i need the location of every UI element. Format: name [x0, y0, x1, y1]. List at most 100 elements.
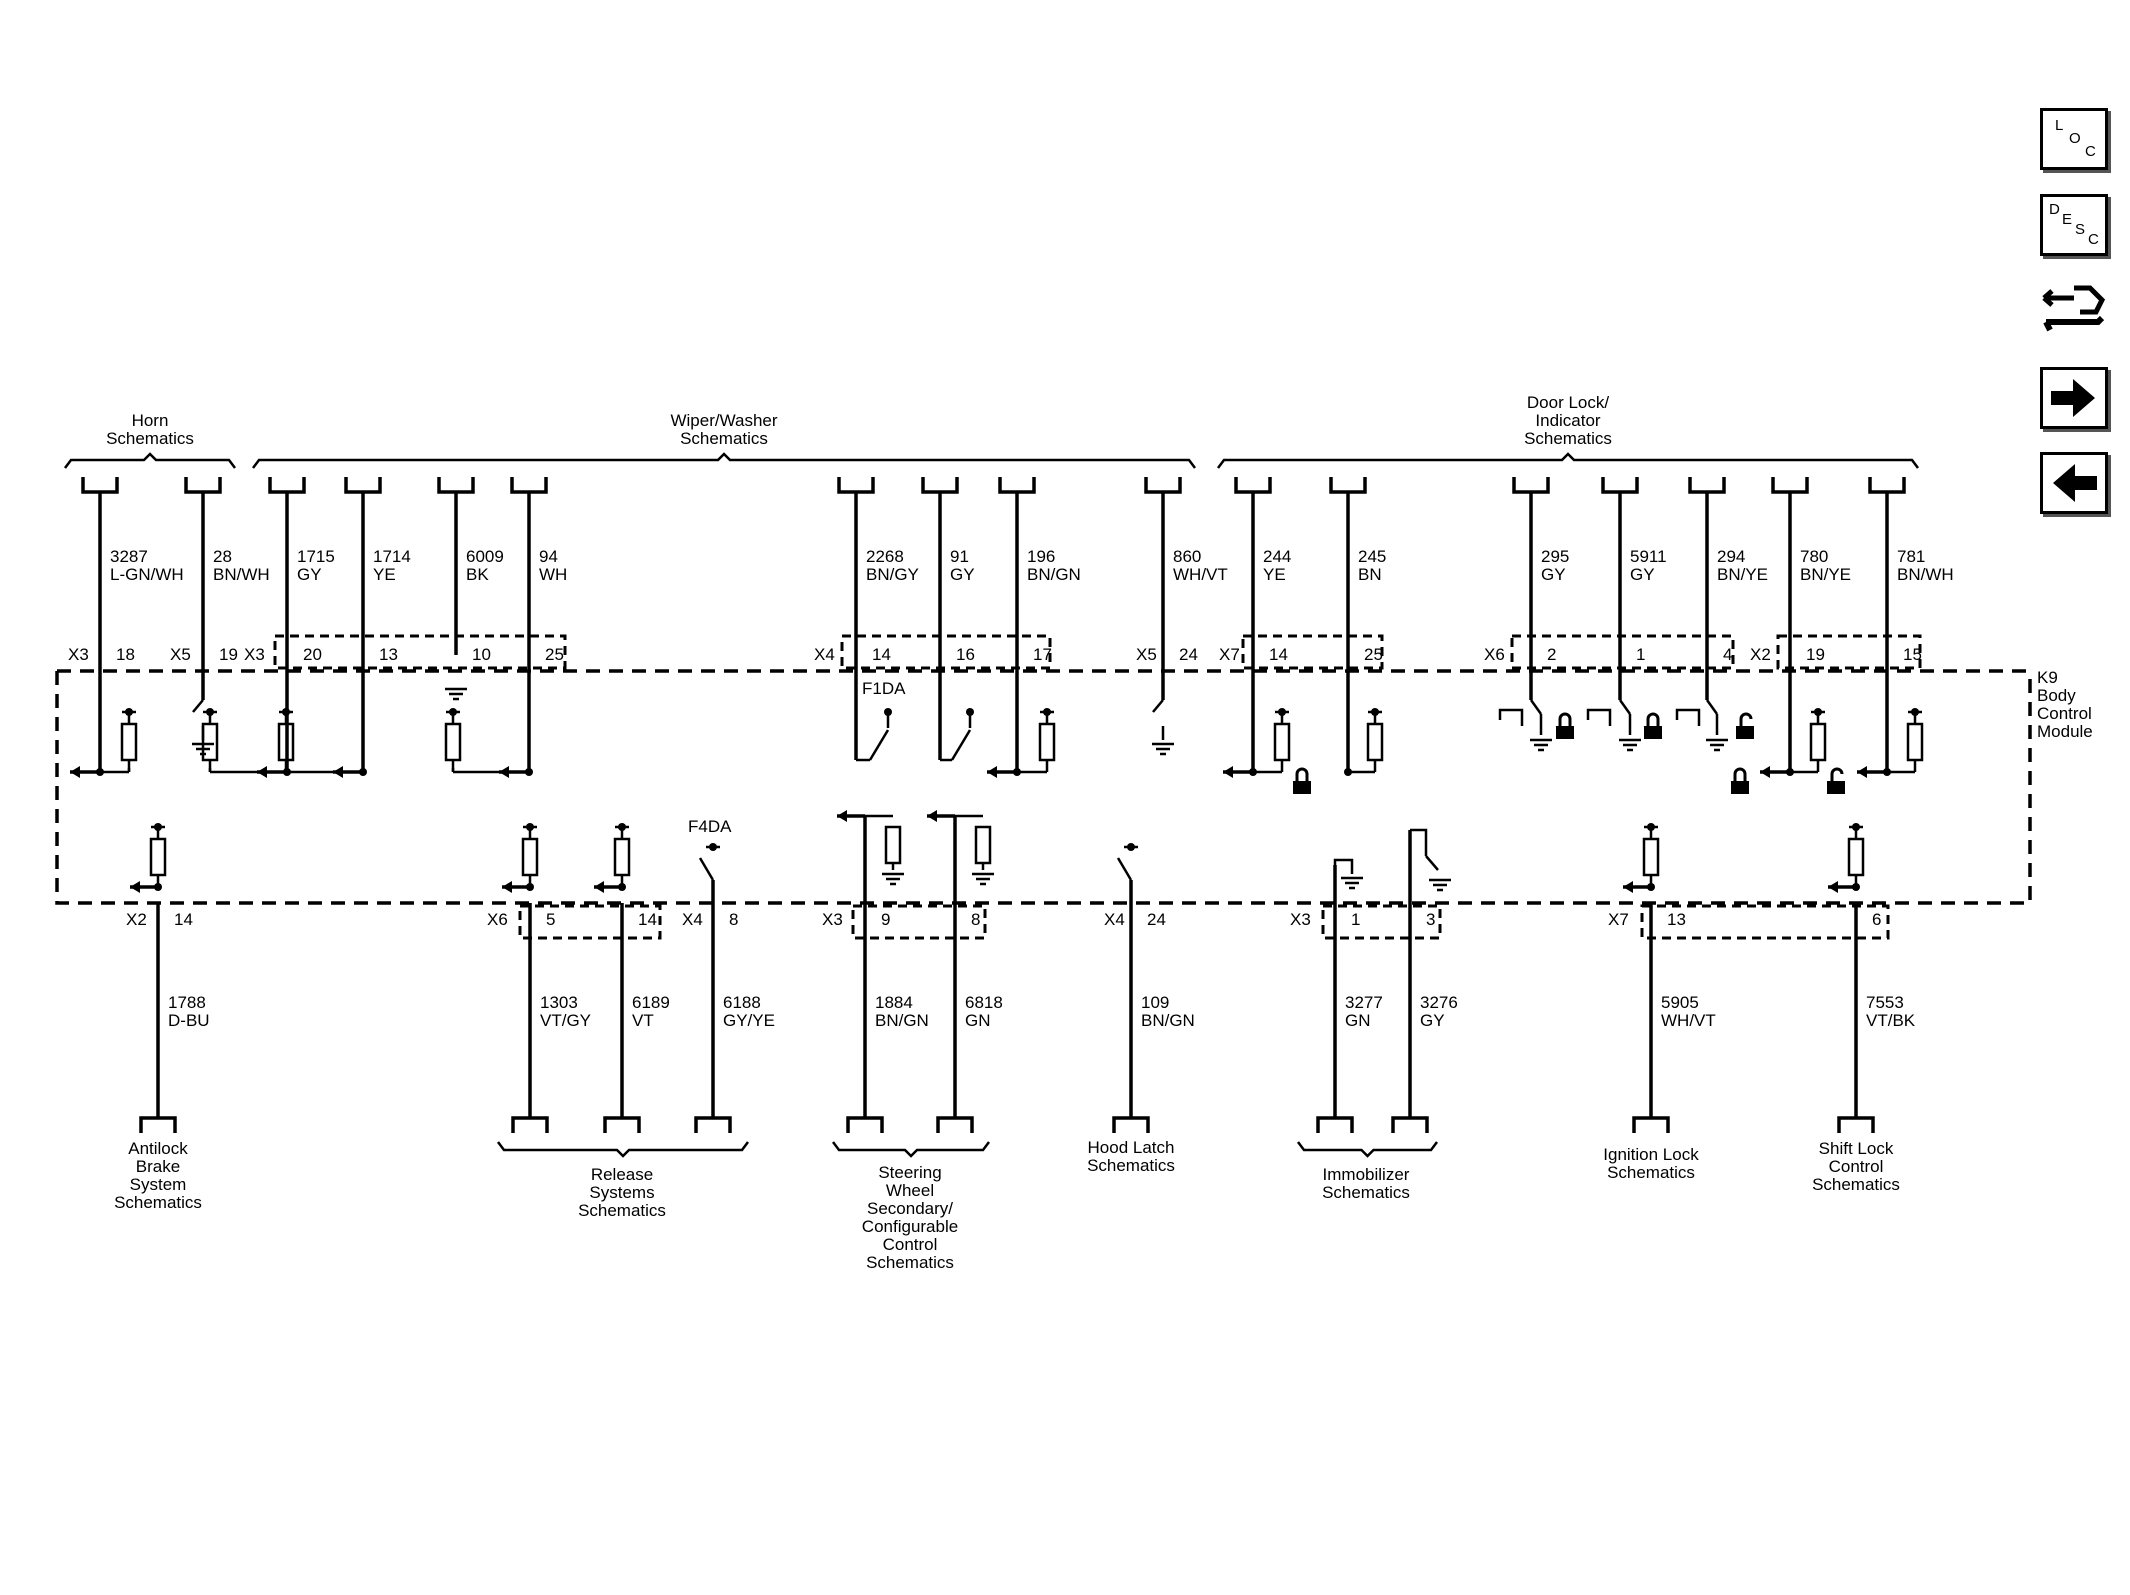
description-button[interactable]: D E S C [2040, 194, 2108, 256]
group-label: Control [1829, 1157, 1884, 1176]
group-label: Schematics [866, 1253, 954, 1272]
connector-group-box [1321, 904, 1442, 940]
location-button[interactable]: L O C [2040, 108, 2108, 170]
circuit-number: 1884 [875, 993, 913, 1012]
wire-color: BN/GN [875, 1011, 929, 1030]
connector-group-box [273, 634, 567, 670]
terminal [1601, 477, 1639, 494]
wire-color: GN [1345, 1011, 1371, 1030]
terminal [1512, 477, 1550, 494]
connector-id: X4 [1104, 910, 1125, 929]
connector-end-view-icon[interactable] [2040, 278, 2108, 340]
group-label: Shift Lock [1819, 1139, 1894, 1158]
wire-color: BN/WH [213, 565, 270, 584]
circuit-number: 6009 [466, 547, 504, 566]
immobilizer-brace [1297, 1141, 1438, 1158]
resistor [613, 837, 631, 877]
pin-number: 1 [1636, 645, 1645, 664]
connector-id: X2 [126, 910, 147, 929]
pin-number: 24 [1147, 910, 1166, 929]
switch [1705, 699, 1719, 715]
terminal [998, 477, 1036, 494]
wire-color: WH/VT [1661, 1011, 1716, 1030]
previous-page-arrow-icon [2053, 464, 2097, 502]
circuit-number: 7553 [1866, 993, 1904, 1012]
terminal [1837, 1116, 1875, 1133]
pin-number: 14 [638, 910, 657, 929]
desc-letter-d: D [2049, 201, 2060, 218]
pin-number: 20 [303, 645, 322, 664]
circuit-number: 860 [1173, 547, 1201, 566]
group-label: Configurable [862, 1217, 958, 1236]
terminal [268, 477, 306, 494]
pin-number: 9 [881, 910, 890, 929]
pin-number: 15 [1903, 645, 1922, 664]
pin-number: 1 [1351, 910, 1360, 929]
group-label: Schematics [1607, 1163, 1695, 1182]
resistor [1366, 722, 1384, 762]
pin-number: 14 [872, 645, 891, 664]
resistor [974, 825, 992, 865]
pin-number: 10 [472, 645, 491, 664]
switch [950, 729, 972, 761]
connector-group-box [1241, 634, 1384, 670]
previous-page-button[interactable] [2040, 452, 2108, 514]
group-label: Ignition Lock [1603, 1145, 1699, 1164]
wire-color: YE [373, 565, 396, 584]
group-label: Horn [132, 411, 169, 430]
wire-color: BN/GN [1027, 565, 1081, 584]
switch-id: F4DA [688, 817, 732, 836]
connector-group-box [518, 904, 662, 940]
pin-number: 13 [379, 645, 398, 664]
wire-color: GY [297, 565, 322, 584]
group-label: Indicator [1535, 411, 1601, 430]
module-name: Control [2037, 704, 2092, 723]
group-label: Schematics [114, 1193, 202, 1212]
switch [1410, 828, 1439, 871]
wire-color: L-GN/WH [110, 565, 184, 584]
node [1786, 768, 1794, 776]
loc-letter-l: L [2055, 117, 2064, 134]
connector-id: X6 [1484, 645, 1505, 664]
terminal [344, 477, 382, 494]
group-label: Schematics [680, 429, 768, 448]
connector-id: X3 [244, 645, 265, 664]
arrow-head [257, 766, 267, 778]
lock-icon [1556, 712, 1574, 739]
node [618, 883, 626, 891]
connector-group-box [1640, 904, 1890, 940]
terminal [511, 1116, 549, 1133]
pin-number: 6 [1872, 910, 1881, 929]
arrow-head [1828, 881, 1838, 893]
next-page-button[interactable] [2040, 367, 2108, 429]
terminal [1632, 1116, 1670, 1133]
wire-color: BN/GN [1141, 1011, 1195, 1030]
pin-number: 25 [1364, 645, 1383, 664]
loc-letter-o: O [2069, 130, 2081, 147]
arrow-head [1623, 881, 1633, 893]
circuit-number: 3277 [1345, 993, 1383, 1012]
resistor [120, 722, 138, 762]
lead [1675, 708, 1701, 726]
wire-color: VT/BK [1866, 1011, 1916, 1030]
circuit-number: 1303 [540, 993, 578, 1012]
group-label: Immobilizer [1323, 1165, 1410, 1184]
pin-number: 8 [729, 910, 738, 929]
wire-color: GY [1630, 565, 1655, 584]
arrow-head [1760, 766, 1770, 778]
pin-number: 25 [545, 645, 564, 664]
pin-number: 5 [546, 910, 555, 929]
terminal [1144, 477, 1182, 494]
circuit-number: 781 [1897, 547, 1925, 566]
pin-number: 8 [971, 910, 980, 929]
release-brace [497, 1141, 749, 1158]
switch [1618, 699, 1632, 715]
lead [1333, 858, 1354, 874]
unlock-icon [1736, 712, 1754, 739]
circuit-number: 5911 [1630, 547, 1667, 566]
lock-icon [1644, 712, 1662, 739]
pin-number: 13 [1667, 910, 1686, 929]
lock-icon [1731, 767, 1749, 794]
resistor [444, 722, 462, 762]
wire-color: YE [1263, 565, 1286, 584]
